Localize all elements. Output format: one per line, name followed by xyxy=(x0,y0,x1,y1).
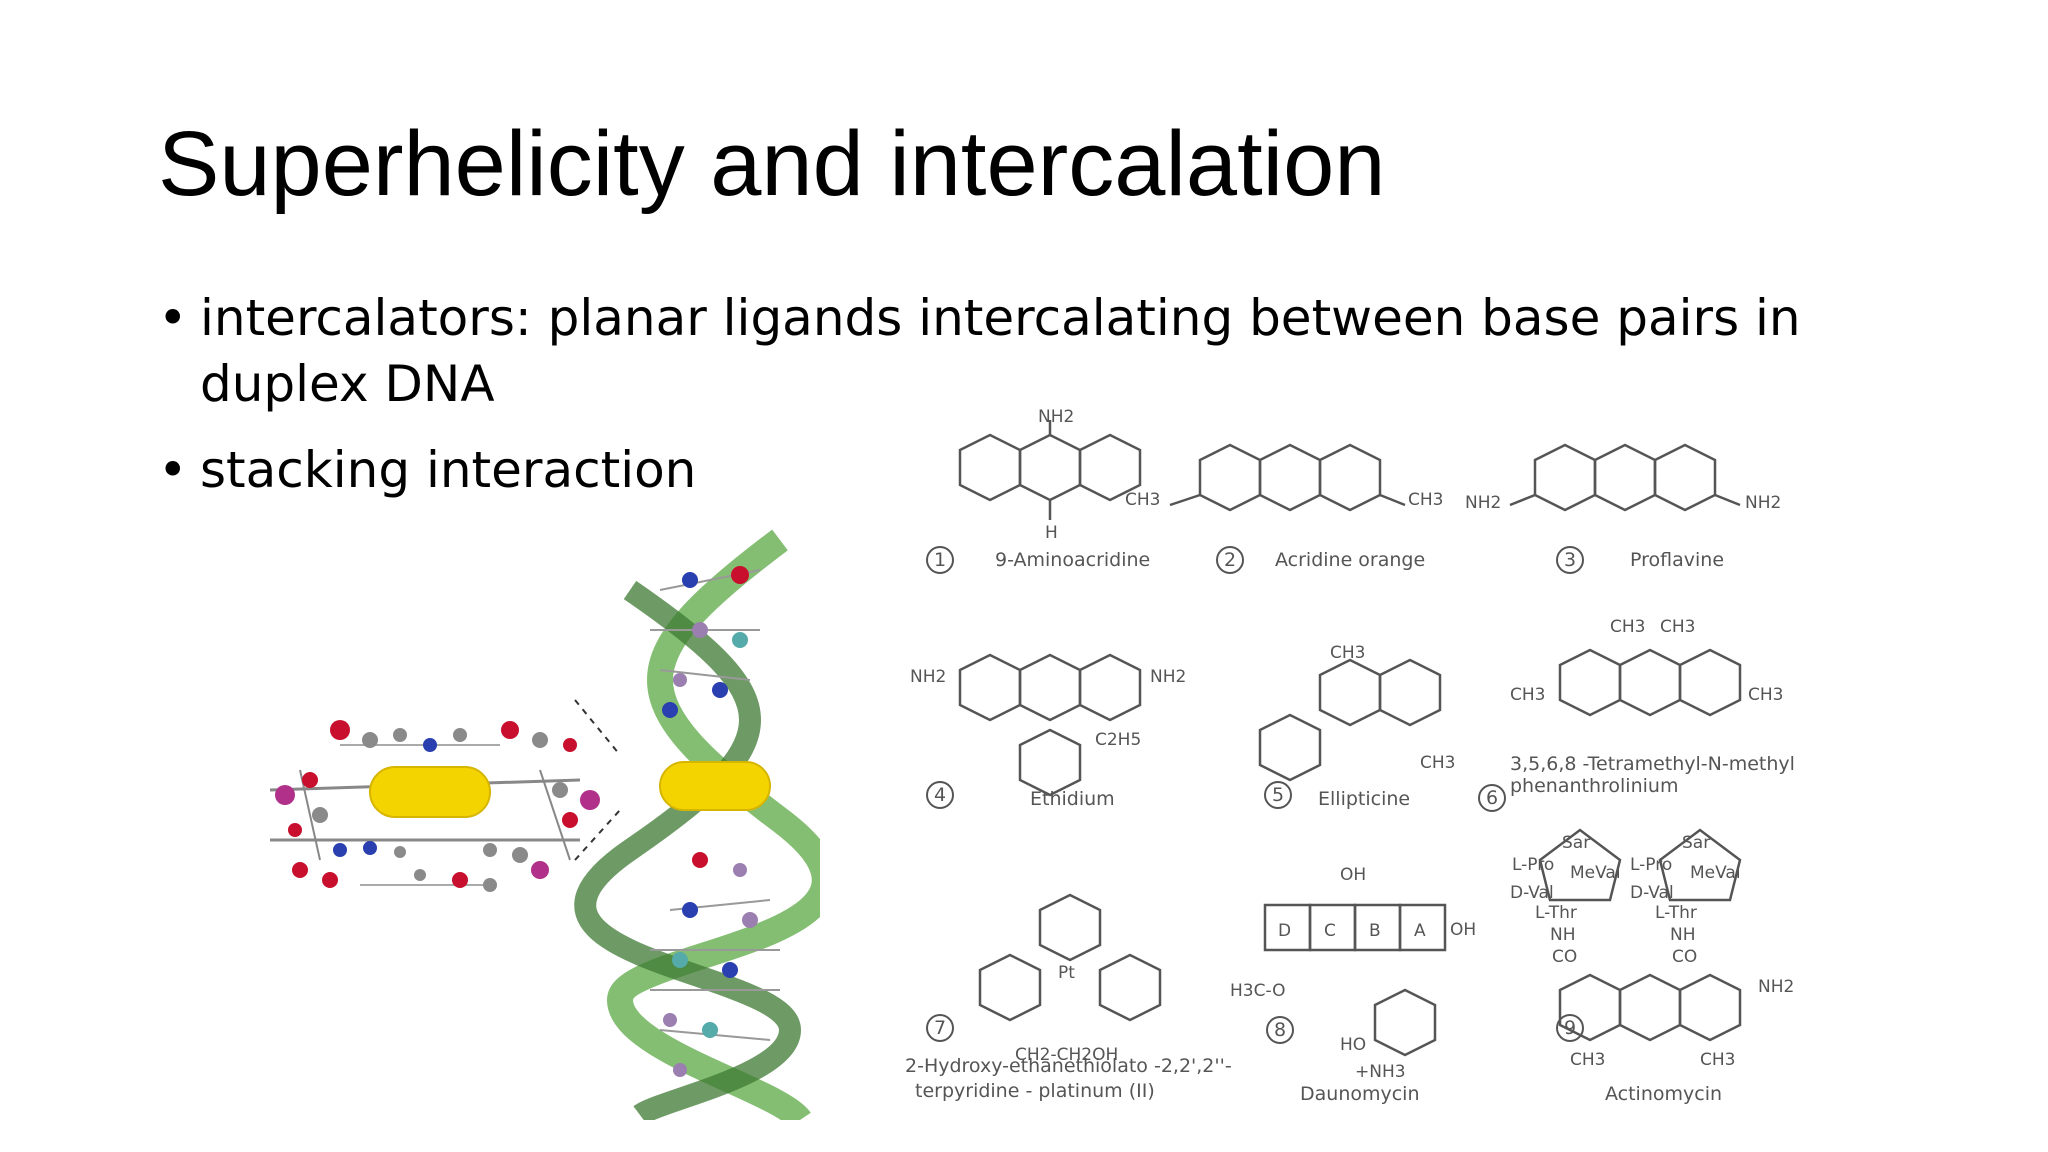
dna-helix xyxy=(574,530,820,1120)
chem-label: L-Thr xyxy=(1535,903,1577,923)
chem-label: +NH3 xyxy=(1355,1062,1406,1082)
structure-name: 9-Aminoacridine xyxy=(995,549,1150,571)
bullet-item: •intercalators: planar ligands intercala… xyxy=(158,285,1878,417)
ball-stick-complex xyxy=(269,720,600,892)
chem-label: CH2-CH2OH xyxy=(1015,1045,1118,1065)
structure-number: 8 xyxy=(1274,1019,1286,1041)
chem-label: CH3 xyxy=(1700,1050,1735,1070)
structure-number: 3 xyxy=(1564,549,1576,571)
chem-label: CH3 xyxy=(1660,617,1695,637)
chem-label: NH xyxy=(1550,925,1576,945)
structure-name: Ethidium xyxy=(1030,788,1115,810)
structure-name: terpyridine - platinum (II) xyxy=(915,1080,1155,1102)
intercalation-illustration xyxy=(269,530,820,1120)
structure-name: Actinomycin xyxy=(1605,1083,1722,1105)
chem-label: L-Thr xyxy=(1655,903,1697,923)
chem-label: CH3 xyxy=(1748,685,1783,705)
chem-label: CO xyxy=(1552,947,1577,967)
bullet-text: intercalators: planar ligands intercalat… xyxy=(200,289,1801,413)
chem-label: C xyxy=(1324,921,1336,941)
structure-name: phenanthrolinium xyxy=(1510,775,1678,797)
structure-name: 2-Hydroxy-ethanethiolato -2,2',2''- xyxy=(905,1055,1232,1077)
structure-number: 7 xyxy=(934,1017,946,1039)
structure-number: 6 xyxy=(1486,787,1498,809)
chem-label: NH2 xyxy=(1745,493,1781,513)
chem-label: CH3 xyxy=(1420,753,1455,773)
structure-number: 9 xyxy=(1564,1017,1576,1039)
chemical-structures-panel: NH2 H CH3 CH3 NH2 NH2 NH2 NH2 C2H5 CH3 C… xyxy=(905,407,1795,1105)
bullet-dot: • xyxy=(158,441,188,499)
bullet-dot: • xyxy=(158,289,188,347)
chem-label: D-Val xyxy=(1630,883,1674,903)
chem-label: Pt xyxy=(1058,963,1075,983)
intercalator-ligand-left xyxy=(369,766,491,818)
chem-label: CH3 xyxy=(1125,490,1160,510)
slide-title: Superhelicity and intercalation xyxy=(158,113,1386,215)
chem-label: NH xyxy=(1670,925,1696,945)
bullet-item: •stacking interaction xyxy=(158,437,1878,503)
chem-label: CO xyxy=(1672,947,1697,967)
chem-label: D-Val xyxy=(1510,883,1554,903)
chem-label: OH xyxy=(1450,920,1476,940)
chem-label: NH2 xyxy=(910,667,946,687)
chem-label: NH2 xyxy=(1465,493,1501,513)
chem-label: CH3 xyxy=(1330,643,1365,663)
chem-label: NH2 xyxy=(1038,407,1074,427)
chem-label: NH2 xyxy=(1150,667,1186,687)
chem-label: L-Pro xyxy=(1512,855,1554,875)
chem-label: CH3 xyxy=(1408,490,1443,510)
intercalator-ligand-helix xyxy=(659,761,771,811)
structure-name: Acridine orange xyxy=(1275,549,1425,571)
chem-label: B xyxy=(1369,921,1381,941)
structure-name: Proflavine xyxy=(1630,549,1724,571)
chem-label: D xyxy=(1278,921,1291,941)
structure-name: Daunomycin xyxy=(1300,1083,1420,1105)
structure-name: 3,5,6,8 -Tetramethyl-N-methyl xyxy=(1510,753,1795,775)
bullet-text: stacking interaction xyxy=(200,441,697,499)
bullet-list: •intercalators: planar ligands intercala… xyxy=(158,285,1878,523)
chem-label: OH xyxy=(1340,865,1366,885)
chem-label: C2H5 xyxy=(1095,730,1141,750)
chem-label: NH2 xyxy=(1758,977,1794,997)
chem-label: A xyxy=(1414,921,1426,941)
chem-label: H3C-O xyxy=(1230,981,1285,1001)
chem-label: Sar xyxy=(1682,833,1710,853)
structure-number: 1 xyxy=(934,549,946,571)
structure-number: 5 xyxy=(1272,784,1284,806)
chem-label: H xyxy=(1045,523,1058,543)
chem-label: CH3 xyxy=(1510,685,1545,705)
chem-label: L-Pro xyxy=(1630,855,1672,875)
chem-label: CH3 xyxy=(1610,617,1645,637)
chem-label: MeVal xyxy=(1690,863,1741,883)
chem-label: HO xyxy=(1340,1035,1366,1055)
structure-name: Ellipticine xyxy=(1318,788,1410,810)
structure-number: 2 xyxy=(1224,549,1236,571)
chem-label: CH3 xyxy=(1570,1050,1605,1070)
structure-number: 4 xyxy=(934,784,946,806)
chem-label: MeVal xyxy=(1570,863,1621,883)
chem-label: Sar xyxy=(1562,833,1590,853)
